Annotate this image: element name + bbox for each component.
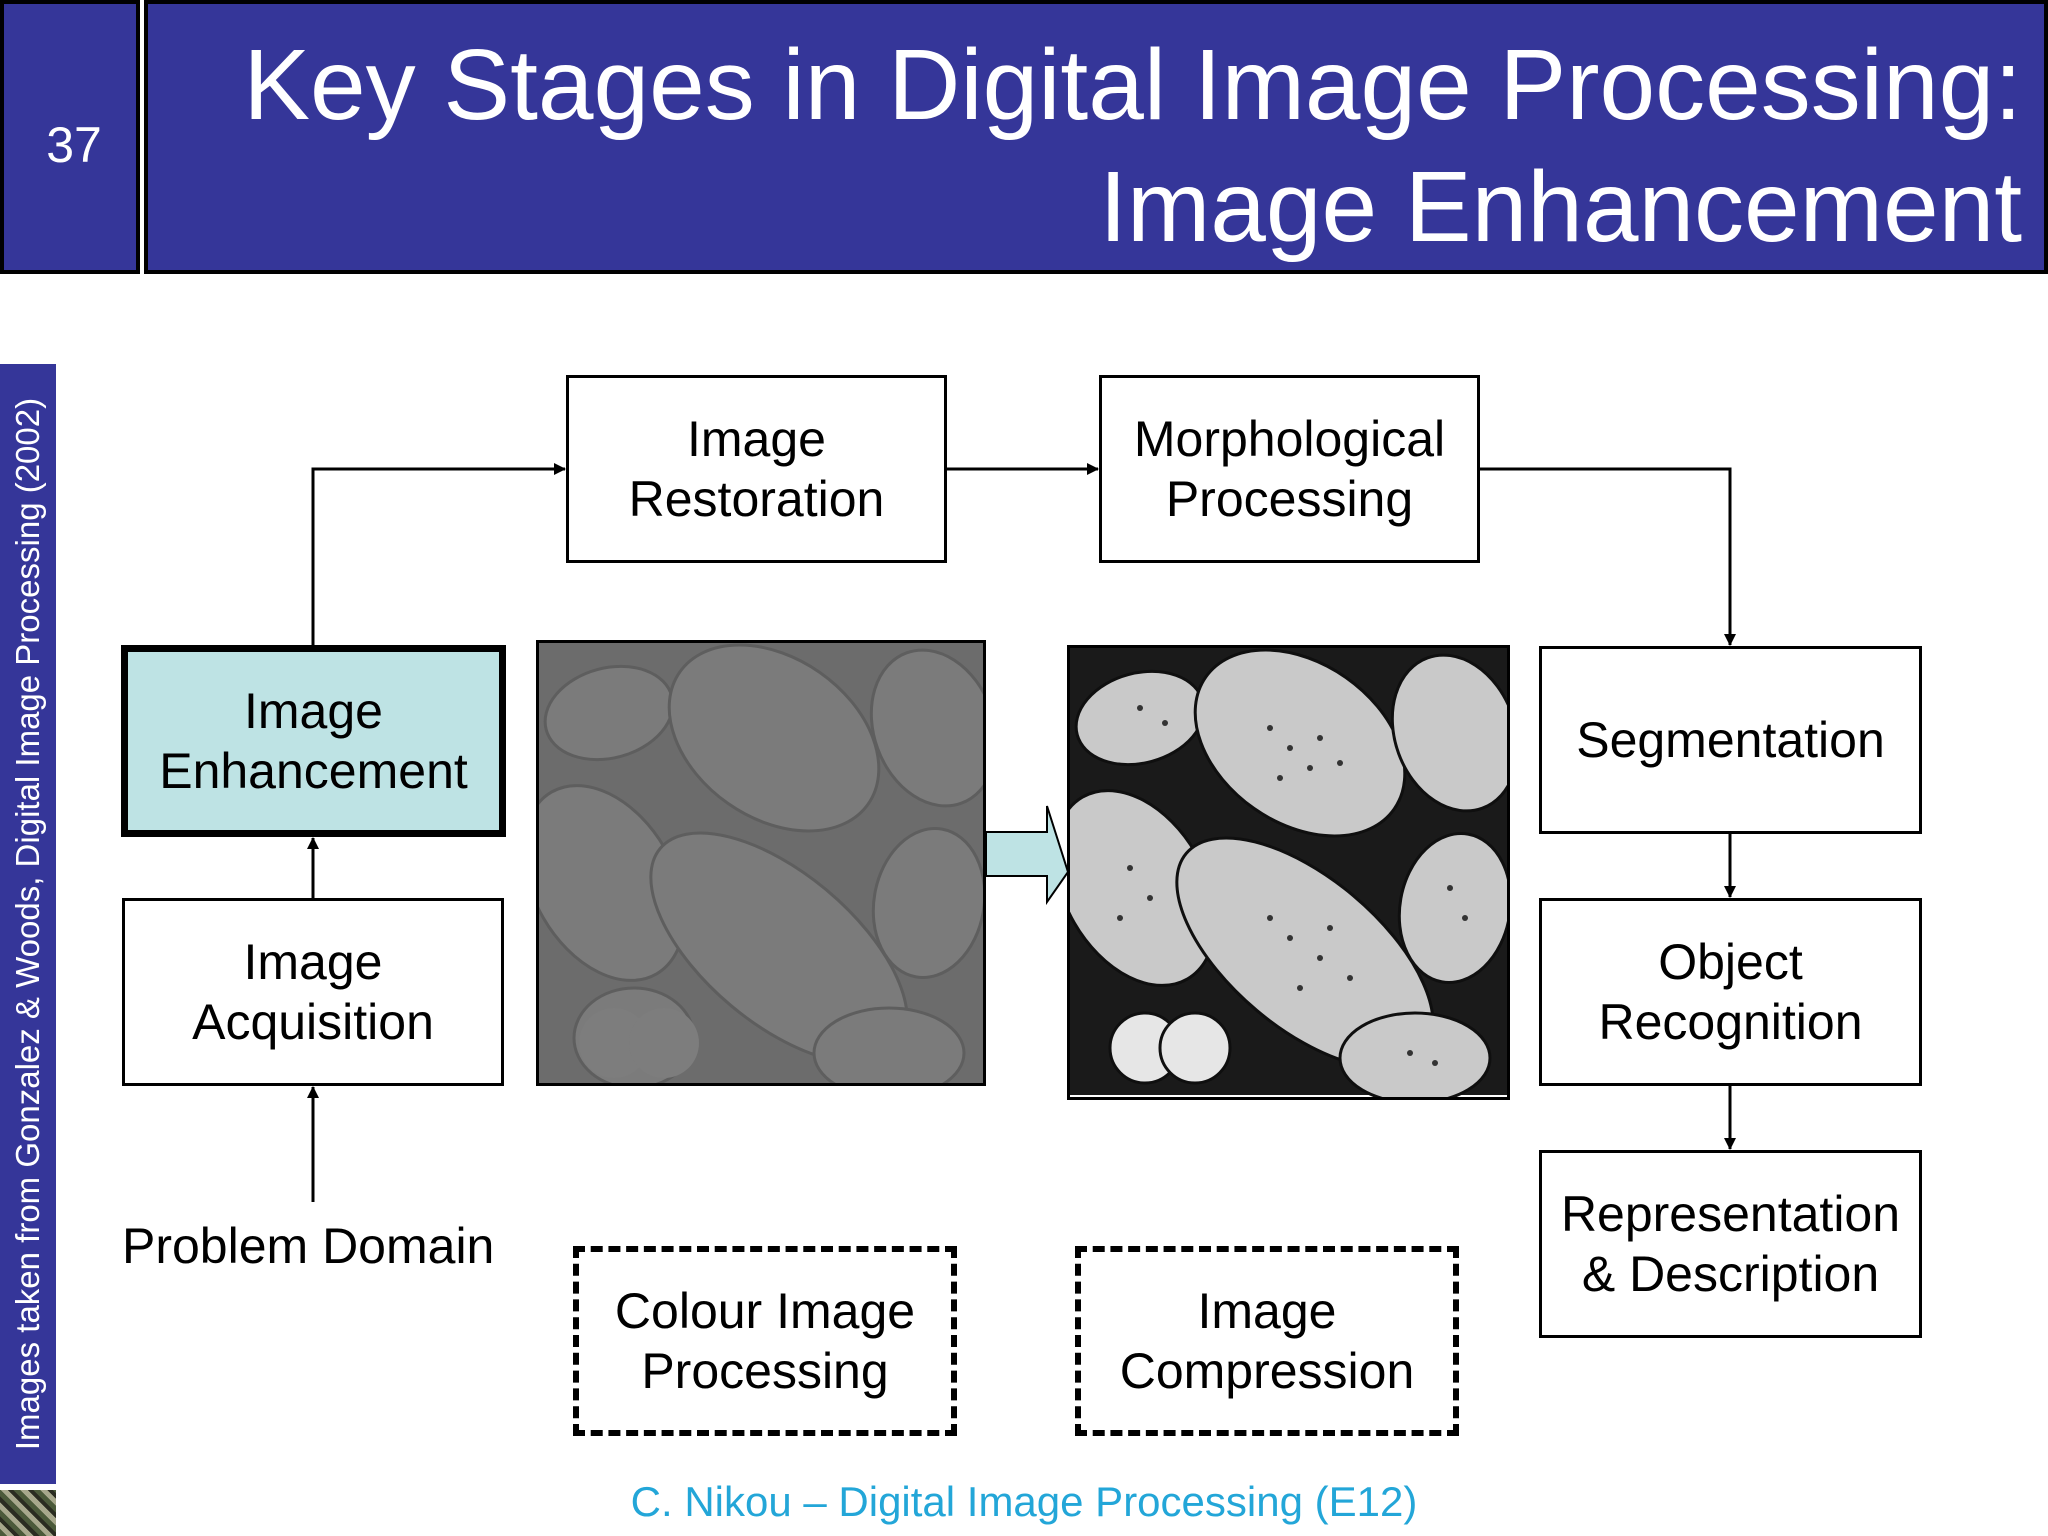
stage-colour-image-processing: Colour Image Processing <box>573 1246 957 1436</box>
pollen-before-graphic <box>539 643 983 1083</box>
problem-domain-label: Problem Domain <box>122 1218 495 1274</box>
stage-morphological-processing: Morphological Processing <box>1099 375 1480 563</box>
stage-label-line: Colour Image <box>614 1283 916 1339</box>
pollen-image-after <box>1067 645 1510 1100</box>
title-banner: Key Stages in Digital Image Processing: … <box>144 0 2048 274</box>
arrow-enhancement-to-restoration <box>311 463 566 645</box>
stage-label-line: Morphological <box>1133 411 1446 467</box>
stage-label-line: Restoration <box>628 471 885 527</box>
stage-label-line: Compression <box>1119 1343 1415 1399</box>
stage-segmentation: Segmentation <box>1539 646 1922 834</box>
stage-object-recognition: Object Recognition <box>1539 898 1922 1086</box>
stage-label-line: Image <box>243 934 383 990</box>
stage-label-line: Representation <box>1560 1186 1901 1242</box>
stage-label-line: Processing <box>1165 471 1414 527</box>
stage-label-line: Recognition <box>1598 994 1863 1050</box>
stage-image-compression: Image Compression <box>1075 1246 1459 1436</box>
stage-image-enhancement: Image Enhancement <box>121 645 506 837</box>
stage-image-restoration: Image Restoration <box>566 375 947 563</box>
slide-title: Key Stages in Digital Image Processing: … <box>243 24 2022 268</box>
corner-logo <box>0 1490 56 1536</box>
enhancement-block-arrow <box>985 805 1070 906</box>
credit-sidebar <box>0 364 56 1484</box>
stage-label-line: Image <box>687 411 826 467</box>
slide-number: 37 <box>46 117 102 173</box>
stage-label-line: Image <box>244 683 383 739</box>
slide-title-line2: Image Enhancement <box>1099 151 2022 263</box>
stage-image-acquisition: Image Acquisition <box>122 898 504 1086</box>
stage-label-line: & Description <box>1581 1246 1880 1302</box>
stage-representation-description: Representation & Description <box>1539 1150 1922 1338</box>
arrow-morphological-to-segmentation <box>1480 467 1736 646</box>
stage-label-line: Object <box>1658 934 1803 990</box>
stage-label-line: Enhancement <box>159 743 468 799</box>
pollen-image-before <box>536 640 986 1086</box>
stage-label-line: Segmentation <box>1576 712 1885 768</box>
stage-label-line: Acquisition <box>192 994 434 1050</box>
stage-label-line: Image <box>1197 1283 1337 1339</box>
stage-label-line: Processing <box>641 1343 889 1399</box>
slide-number-panel: 37 <box>0 0 140 274</box>
pollen-after-graphic <box>1070 648 1507 1097</box>
slide-title-line1: Key Stages in Digital Image Processing: <box>243 29 2022 141</box>
footer-credit: C. Nikou – Digital Image Processing (E12… <box>630 1478 1418 1525</box>
